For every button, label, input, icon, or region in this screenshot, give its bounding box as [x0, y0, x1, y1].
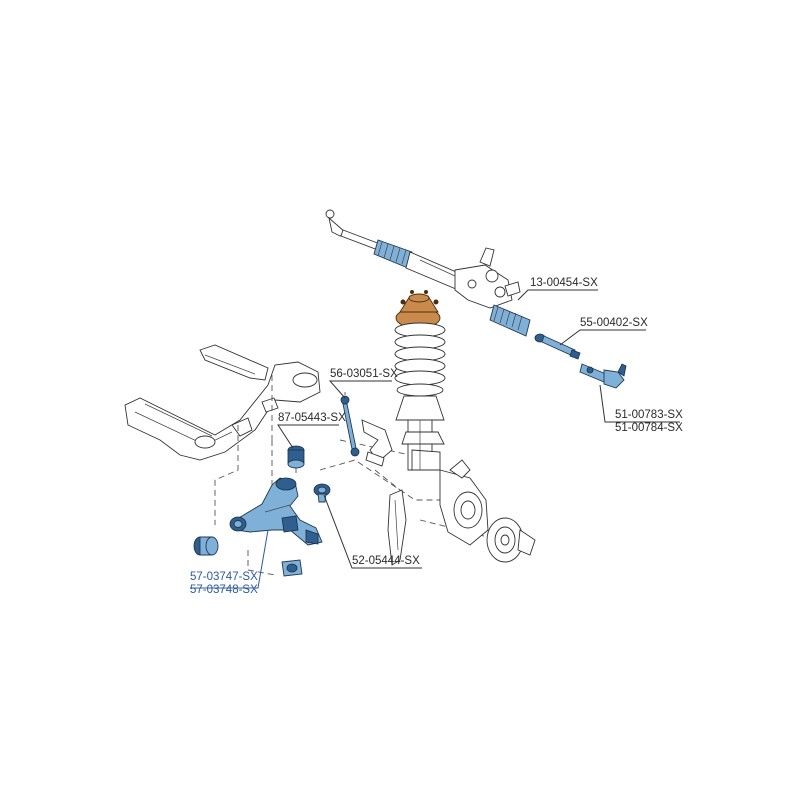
wheel-hub — [486, 517, 536, 563]
steering-knuckle — [439, 459, 489, 546]
label-ball-joint: 52-05444-SX — [352, 555, 420, 567]
label-outer-tie-rod-2: 51-00784-SX — [615, 422, 683, 434]
label-control-arm-1: 57-03747-SX — [190, 571, 258, 583]
label-bushing: 87-05443-SX — [278, 412, 346, 424]
label-control-arm-2: 57-03748-SX — [190, 584, 258, 596]
left-rack-boot — [373, 239, 413, 269]
right-rack-boot — [489, 304, 531, 337]
label-inner-tie-rod: 55-00402-SX — [580, 317, 648, 329]
callout-lines — [190, 289, 680, 589]
ball-joint — [313, 483, 331, 503]
subframe — [124, 344, 321, 461]
lower-control-arm — [193, 477, 323, 577]
inner-tie-rod — [534, 333, 581, 360]
label-outer-tie-rod-1: 51-00783-SX — [615, 409, 683, 421]
strut-assembly — [394, 290, 446, 471]
steering-rack — [325, 209, 627, 389]
stabilizer-link — [340, 395, 393, 467]
brake-dust-shield — [387, 489, 407, 566]
front-bushing — [193, 536, 219, 556]
label-stab-link: 56-03051-SX — [330, 368, 398, 380]
strut-top-mount — [395, 290, 441, 329]
strut-body — [395, 395, 445, 471]
rear-bushing — [281, 559, 303, 577]
coil-spring — [394, 322, 446, 397]
outer-tie-rod-end — [579, 363, 627, 389]
left-tie-rod — [325, 209, 381, 251]
part-labels: 13-00454-SX 55-00402-SX 51-00783-SX 51-0… — [190, 277, 683, 596]
subframe-bushing — [287, 445, 305, 469]
pinion-housing — [454, 247, 521, 309]
label-rack: 13-00454-SX — [530, 277, 598, 289]
